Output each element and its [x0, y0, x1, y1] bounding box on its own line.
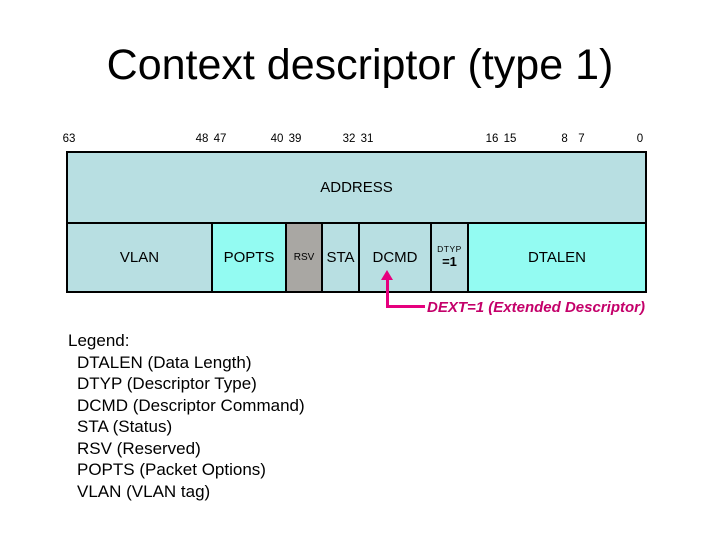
legend-item-dtalen: DTALEN (Data Length)	[77, 352, 252, 372]
bit-label-40-39: 40 39	[270, 133, 302, 145]
legend-item-vlan: VLAN (VLAN tag)	[77, 481, 211, 501]
field-cell-popts: POPTS	[211, 222, 287, 293]
bit-label-32-31: 32 31	[342, 133, 374, 145]
legend-item-popts: POPTS (Packet Options)	[77, 460, 266, 479]
bit-label-0: 0	[636, 133, 644, 145]
arrow-up-icon	[381, 270, 393, 280]
bit-label-48-47: 48 47	[195, 133, 227, 145]
legend: Legend: DTALEN (Data Length) DTYP (Descr…	[68, 330, 305, 502]
legend-heading: Legend:	[68, 331, 130, 350]
field-cell-dcmd: DCMD	[358, 222, 432, 293]
field-cell-rsv: RSV	[285, 222, 323, 293]
field-cell-dtyp: DTYP =1	[430, 222, 469, 293]
arrow-shaft-vertical	[386, 279, 389, 308]
legend-item-dtyp: DTYP (Descriptor Type)	[77, 374, 257, 393]
field-cell-vlan: VLAN	[66, 222, 213, 293]
legend-item-dcmd: DCMD (Descriptor Command)	[77, 395, 305, 415]
bit-label-8-7: 8 7	[561, 133, 585, 145]
dtyp-label: DTYP	[437, 244, 462, 255]
dtyp-value: =1	[442, 253, 457, 269]
page-title: Context descriptor (type 1)	[106, 41, 614, 89]
legend-item-sta: STA (Status)	[77, 417, 173, 436]
legend-item-rsv: RSV (Reserved)	[77, 438, 201, 458]
bit-label-63: 63	[62, 133, 76, 145]
bit-label-16-15: 16 15	[485, 133, 517, 145]
address-cell: ADDRESS	[66, 151, 647, 224]
arrow-shaft-horizontal	[386, 305, 425, 308]
dext-annotation: DEXT=1 (Extended Descriptor)	[427, 299, 645, 316]
field-cell-sta: STA	[321, 222, 360, 293]
field-cell-dtalen: DTALEN	[467, 222, 647, 293]
